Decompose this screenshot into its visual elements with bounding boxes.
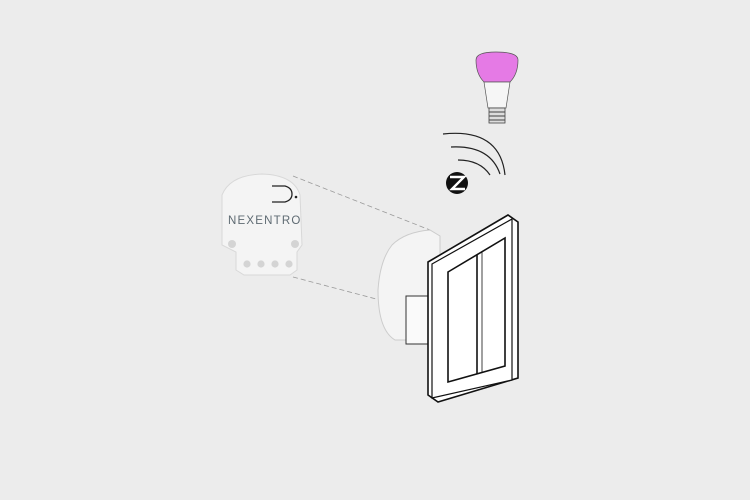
projection-lines — [292, 175, 431, 301]
smart-bulb — [475, 51, 519, 124]
mounting-box — [377, 229, 441, 345]
wall-switch — [427, 214, 519, 403]
wireless-signal-icon — [442, 132, 506, 176]
module-brand-label: NEXENTRO — [228, 215, 302, 227]
relay-module — [221, 173, 303, 276]
zigbee-logo-icon — [446, 172, 468, 194]
